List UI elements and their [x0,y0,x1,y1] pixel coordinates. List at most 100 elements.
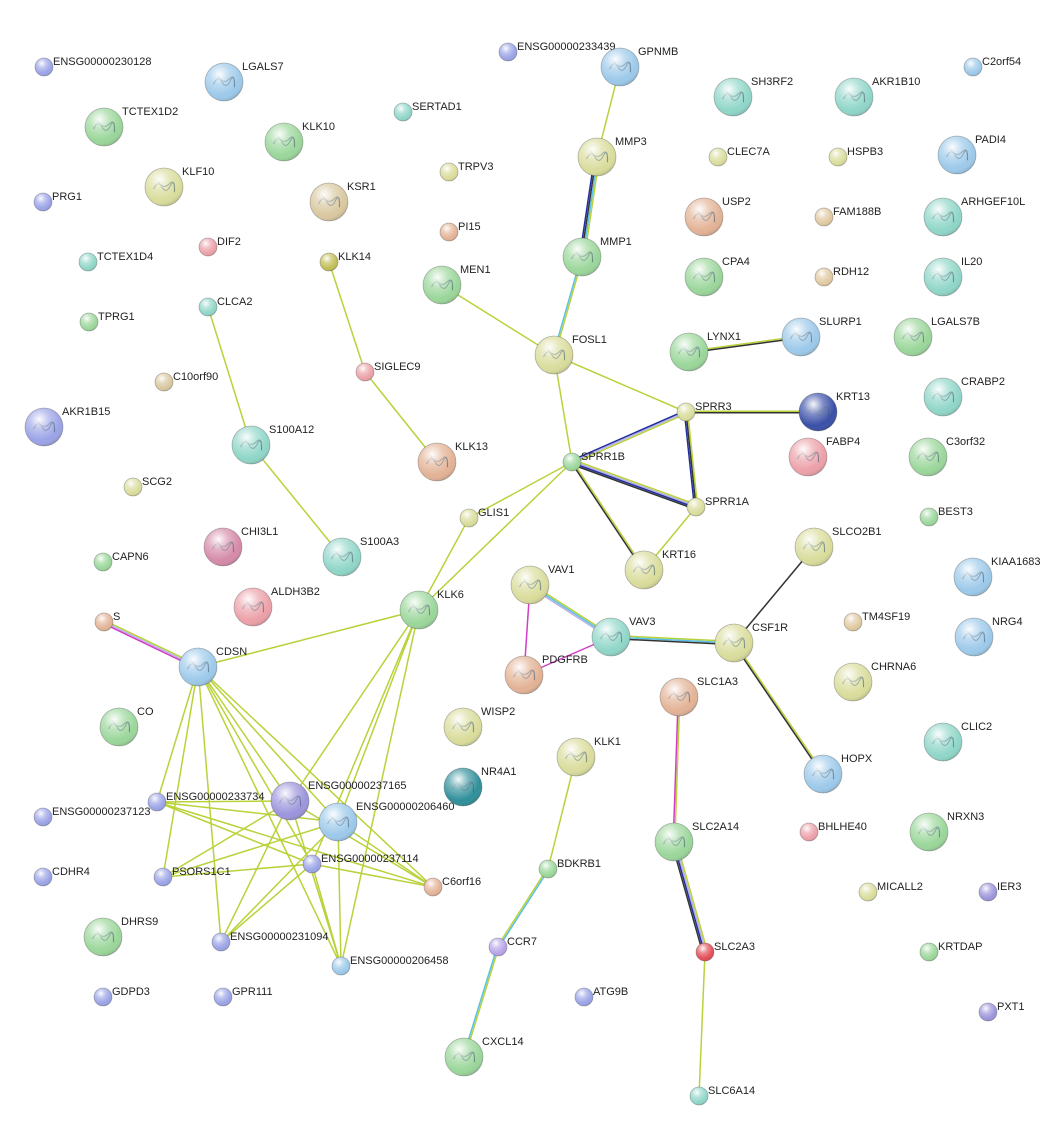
node-CLCA2[interactable]: CLCA2 [198,296,252,317]
node-LYNX1[interactable]: LYNX1 [669,331,741,372]
node-GPR111[interactable]: GPR111 [213,986,273,1007]
node-VAV1[interactable]: VAV1 [510,564,575,605]
node-CRABP2[interactable]: CRABP2 [923,376,1005,417]
node-MMP3[interactable]: MMP3 [577,136,647,177]
node-KLF10[interactable]: KLF10 [144,166,214,207]
node-outline [153,867,173,887]
node-HSPB3[interactable]: HSPB3 [828,146,883,167]
node-ALDH3B2[interactable]: ALDH3B2 [233,586,320,627]
node-NRXN3[interactable]: NRXN3 [909,811,984,852]
node-GPNMB[interactable]: GPNMB [600,46,678,87]
node-PADI4[interactable]: PADI4 [937,134,1006,175]
node-S100A3[interactable]: S100A3 [322,536,399,577]
node-KRTDAP[interactable]: KRTDAP [919,941,982,962]
node-GDPD3[interactable]: GDPD3 [93,986,150,1007]
node-FABP4[interactable]: FABP4 [788,436,860,477]
node-DHRS9[interactable]: DHRS9 [83,916,158,957]
node-KRT13[interactable]: KRT13 [798,391,870,432]
node-SLC1A3[interactable]: SLC1A3 [659,676,738,717]
node-AKR1B15[interactable]: AKR1B15 [24,406,110,447]
node-CDHR4[interactable]: CDHR4 [33,866,90,887]
node-outline [443,767,483,807]
node-C6orf16[interactable]: C6orf16 [423,876,481,897]
node-CCR7[interactable]: CCR7 [488,936,537,957]
node-RDH12[interactable]: RDH12 [814,266,869,287]
node-FOSL1[interactable]: FOSL1 [534,334,607,375]
node-ENSG00000206460[interactable]: ENSG00000206460 [318,801,454,842]
node-PXT1[interactable]: PXT1 [978,1001,1025,1022]
node-KRT16[interactable]: KRT16 [624,549,696,590]
node-ENSG00000237123[interactable]: ENSG00000237123 [33,806,150,827]
node-ARHGEF10L[interactable]: ARHGEF10L [923,196,1025,237]
node-CDSN[interactable]: CDSN [178,646,247,687]
node-BDKRB1[interactable]: BDKRB1 [538,858,601,879]
node-label: CXCL14 [482,1036,524,1048]
node-ENSG00000231094[interactable]: ENSG00000231094 [211,931,328,952]
node-AKR1B10[interactable]: AKR1B10 [834,76,920,117]
node-LGALS7B[interactable]: LGALS7B [893,316,980,357]
node-TCTEX1D4[interactable]: TCTEX1D4 [78,251,153,272]
node-CPA4[interactable]: CPA4 [684,256,750,297]
node-CSF1R[interactable]: CSF1R [714,622,788,663]
node-LGALS7[interactable]: LGALS7 [204,61,284,102]
node-PDGFRB[interactable]: PDGFRB [504,654,588,695]
node-IER3[interactable]: IER3 [978,881,1021,902]
node-CHRNA6[interactable]: CHRNA6 [833,661,916,702]
node-CHI3L1[interactable]: CHI3L1 [203,526,278,567]
node-SERTAD1[interactable]: SERTAD1 [393,101,462,122]
node-SLCO2B1[interactable]: SLCO2B1 [794,526,882,567]
node-IL20[interactable]: IL20 [923,256,982,297]
node-CLIC2[interactable]: CLIC2 [923,721,992,762]
node-CLEC7A[interactable]: CLEC7A [708,146,770,167]
node-KLK1[interactable]: KLK1 [556,736,621,777]
node-FAM188B[interactable]: FAM188B [814,206,881,227]
node-MEN1[interactable]: MEN1 [422,264,491,305]
node-KLK6[interactable]: KLK6 [399,589,464,630]
node-PI15[interactable]: PI15 [439,221,481,242]
node-CO[interactable]: CO [99,706,154,747]
node-SPRR3[interactable]: SPRR3 [676,401,732,422]
node-SCG2[interactable]: SCG2 [123,476,172,497]
node-KLK14[interactable]: KLK14 [319,251,371,272]
node-CAPN6[interactable]: CAPN6 [93,551,149,572]
node-WISP2[interactable]: WISP2 [443,706,515,747]
node-TM4SF19[interactable]: TM4SF19 [843,611,910,632]
node-ENSG00000233439[interactable]: ENSG00000233439 [498,41,615,62]
node-ENSG00000206458[interactable]: ENSG00000206458 [331,955,448,976]
node-SLC2A14[interactable]: SLC2A14 [654,821,739,862]
node-CXCL14[interactable]: CXCL14 [444,1036,524,1077]
node-PRG1[interactable]: PRG1 [33,191,82,212]
node-KLK13[interactable]: KLK13 [417,441,488,482]
node-KLK10[interactable]: KLK10 [264,121,335,162]
node-BHLHE40[interactable]: BHLHE40 [799,821,867,842]
node-S100A12[interactable]: S100A12 [231,424,314,465]
node-USP2[interactable]: USP2 [684,196,751,237]
node-KSR1[interactable]: KSR1 [309,181,376,222]
node-C10orf90[interactable]: C10orf90 [154,371,218,392]
node-MMP1[interactable]: MMP1 [562,236,632,277]
node-SLURP1[interactable]: SLURP1 [781,316,862,357]
node-BEST3[interactable]: BEST3 [919,506,973,527]
node-SIGLEC9[interactable]: SIGLEC9 [355,361,420,382]
node-ENSG00000230128[interactable]: ENSG00000230128 [34,56,151,77]
node-TCTEX1D2[interactable]: TCTEX1D2 [84,106,178,147]
node-SLC2A3[interactable]: SLC2A3 [695,941,755,962]
node-SPRR1A[interactable]: SPRR1A [686,496,750,517]
node-VAV3[interactable]: VAV3 [591,616,656,657]
node-PSORS1C1[interactable]: PSORS1C1 [153,866,231,887]
node-C2orf54[interactable]: C2orf54 [963,56,1021,77]
node-NR4A1[interactable]: NR4A1 [443,766,516,807]
node-GLIS1[interactable]: GLIS1 [459,507,509,528]
node-HOPX[interactable]: HOPX [803,753,873,794]
node-TRPV3[interactable]: TRPV3 [439,161,493,182]
node-C3orf32[interactable]: C3orf32 [908,436,985,477]
node-KIAA1683[interactable]: KIAA1683 [953,556,1041,597]
node-ENSG00000237114[interactable]: ENSG00000237114 [302,853,419,874]
node-SLC6A14[interactable]: SLC6A14 [689,1085,755,1106]
node-TPRG1[interactable]: TPRG1 [79,311,135,332]
node-DIF2[interactable]: DIF2 [198,236,241,257]
node-ATG9B[interactable]: ATG9B [574,986,628,1007]
node-MICALL2[interactable]: MICALL2 [858,881,923,902]
node-SH3RF2[interactable]: SH3RF2 [713,76,793,117]
node-NRG4[interactable]: NRG4 [954,616,1023,657]
